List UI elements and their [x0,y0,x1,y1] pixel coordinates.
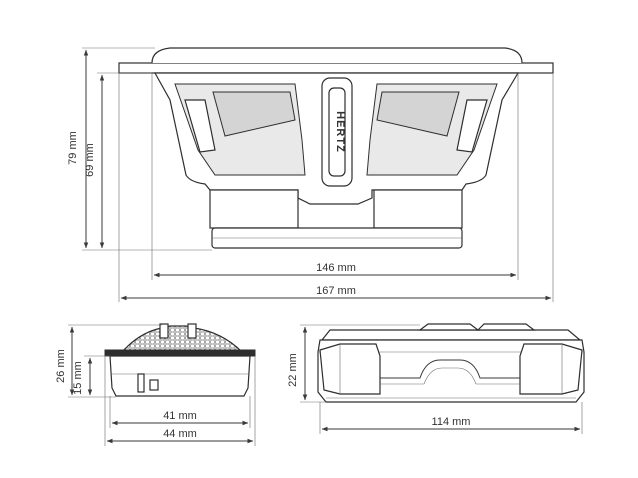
crossover-recess [380,359,520,379]
crossover-recess-inner [380,367,520,385]
crossover-lid-ridge [476,323,536,331]
crossover-dim-22: 22 mm [287,324,420,403]
tweeter-drawing [104,323,256,397]
crossover-body [317,339,585,403]
woofer-dim-79: 79 mm [67,47,212,251]
tweeter-height-inner-label: 15 mm [72,361,84,395]
crossover-end-right [519,343,583,395]
tweeter-body [109,355,251,397]
crossover-drawing [317,323,585,403]
tweeter-dim-15: 15 mm [72,355,110,396]
tweeter-height-outer-label: 26 mm [55,349,67,383]
woofer-height-outer-label: 79 mm [67,131,79,165]
woofer-width-inner-label: 146 mm [316,262,356,274]
tweeter-width-inner-label: 41 mm [163,410,197,422]
woofer-height-inner-label: 69 mm [84,143,96,177]
woofer-drawing: HERTZ [118,47,554,249]
tweeter-post-left [159,323,169,339]
tweeter-terminal [137,373,145,393]
woofer-magnet-right [373,189,463,229]
crossover-end-left [319,343,381,395]
crossover-lid [320,329,582,341]
tweeter-width-outer-label: 44 mm [163,428,197,440]
woofer-dim-167: 167 mm [118,73,554,302]
tweeter-dim-26: 26 mm [55,324,162,398]
woofer-width-outer-label: 167 mm [316,285,356,297]
woofer-magnet-left [209,189,299,229]
woofer-flange [118,62,554,74]
tweeter-dim-44: 44 mm [104,356,256,446]
woofer-rib-right [456,99,488,153]
tweeter-face-ring [104,349,256,357]
brand-logo: HERTZ [334,111,346,153]
tweeter-grille [120,325,244,353]
tweeter-dim-41: 41 mm [109,396,251,428]
woofer-dim-146: 146 mm [151,73,519,280]
crossover-height-label: 22 mm [287,353,299,387]
crossover-lid-ridge [418,323,480,331]
woofer-badge-inner [328,87,346,177]
tweeter-post-right [187,323,197,339]
woofer-spoke-right [376,91,460,137]
crossover-dim-114: 114 mm [319,402,583,434]
woofer-spoke-left [212,91,296,137]
crossover-width-label: 114 mm [432,416,471,428]
tweeter-terminal [149,379,159,391]
woofer-top-ring [151,47,523,64]
woofer-dim-69: 69 mm [84,72,152,249]
woofer-rib-left [184,99,216,153]
